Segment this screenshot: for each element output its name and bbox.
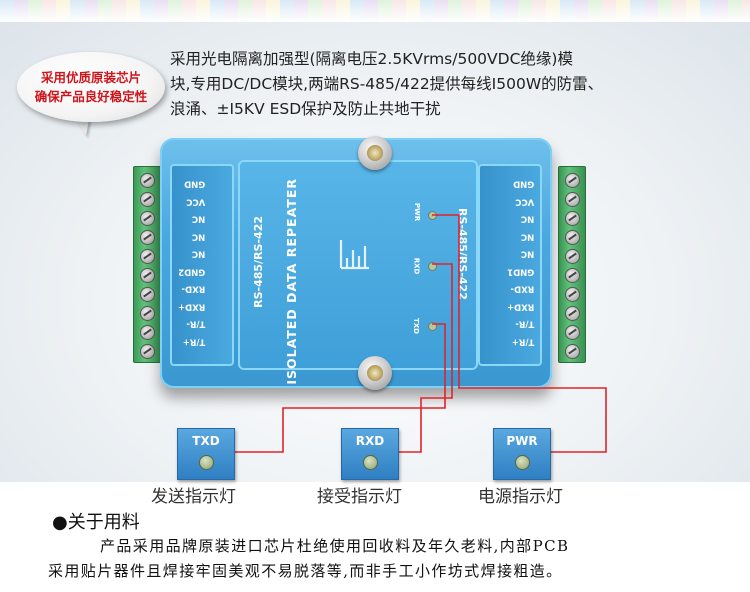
terminal-screw xyxy=(565,230,580,245)
terminal-screw xyxy=(140,325,155,340)
right-pin-panel xyxy=(478,164,542,366)
rxd-indicator-led xyxy=(363,455,378,470)
txd-wire xyxy=(234,323,446,453)
bubble-line-1: 采用优质原装芯片 xyxy=(40,70,141,85)
terminal-screw xyxy=(140,173,155,188)
terminal-screw xyxy=(565,173,580,188)
terminal-screw xyxy=(565,306,580,321)
terminal-screw xyxy=(565,344,580,359)
rxd-caption: 接受指示灯 xyxy=(317,487,402,507)
terminal-screw xyxy=(140,268,155,283)
rxd-wire xyxy=(398,263,453,453)
speech-bubble: 采用优质原装芯片 确保产品良好稳定性 xyxy=(17,52,165,122)
pwr-indicator-title: PWR xyxy=(506,434,538,448)
terminal-screw xyxy=(565,192,580,207)
intro-line-1: 采用光电隔离加强型(隔离电压2.5KVrms/500VDC绝缘)模 xyxy=(170,50,573,68)
terminal-screw xyxy=(565,249,580,264)
txd-led xyxy=(428,322,437,331)
intro-line-3: 浪涌、±I5KV ESD保护及防止共地干扰 xyxy=(170,100,441,118)
terminal-screw xyxy=(140,344,155,359)
terminal-screw xyxy=(140,306,155,321)
top-stripes-fade xyxy=(0,0,750,22)
brand-logo-icon xyxy=(339,240,369,270)
terminal-screw xyxy=(140,192,155,207)
terminal-screw xyxy=(565,287,580,302)
pwr-indicator-box: PWR xyxy=(493,428,551,480)
txd-indicator-led xyxy=(199,455,214,470)
pwr-wire xyxy=(432,214,607,453)
materials-line-2: 采用贴片器件且焊接牢固美观不易脱落等,而非手工小作坊式焊接粗造。 xyxy=(48,562,563,580)
materials-section-body: 产品采用品牌原装进口芯片杜绝使用回收料及年久老料,内部PCB 采用贴片器件且焊接… xyxy=(48,534,728,584)
terminal-screw xyxy=(140,230,155,245)
materials-line-1: 产品采用品牌原装进口芯片杜绝使用回收料及年久老料,内部PCB xyxy=(100,537,570,555)
mounting-screw-bottom xyxy=(358,356,392,390)
txd-indicator-title: TXD xyxy=(192,434,220,448)
terminal-screw xyxy=(140,287,155,302)
txd-indicator-box: TXD xyxy=(177,428,235,480)
data-repeater-device: GND VCC NC NC NC GND2 RXD- RXD+ T/R- T/R… xyxy=(160,136,552,390)
pwr-caption: 电源指示灯 xyxy=(478,487,563,507)
rxd-led xyxy=(428,262,437,271)
terminal-screw xyxy=(140,211,155,226)
rxd-indicator-box: RXD xyxy=(341,428,399,480)
materials-section-title: ●关于用料 xyxy=(52,512,140,533)
rxd-indicator-title: RXD xyxy=(355,434,385,448)
left-pin-panel xyxy=(170,164,234,366)
txd-caption: 发送指示灯 xyxy=(151,487,236,507)
terminal-screw xyxy=(565,268,580,283)
intro-line-2: 块,专用DC/DC模块,两端RS-485/422提供每线I500W的防雷、 xyxy=(170,75,604,93)
terminal-screw xyxy=(140,249,155,264)
mounting-screw-top xyxy=(358,136,392,170)
intro-text: 采用光电隔离加强型(隔离电压2.5KVrms/500VDC绝缘)模 块,专用DC… xyxy=(170,47,730,122)
terminal-screw xyxy=(565,211,580,226)
right-terminal-block xyxy=(558,166,586,363)
terminal-screw xyxy=(565,325,580,340)
bubble-line-2: 确保产品良好稳定性 xyxy=(34,89,148,104)
pwr-indicator-led xyxy=(515,455,530,470)
